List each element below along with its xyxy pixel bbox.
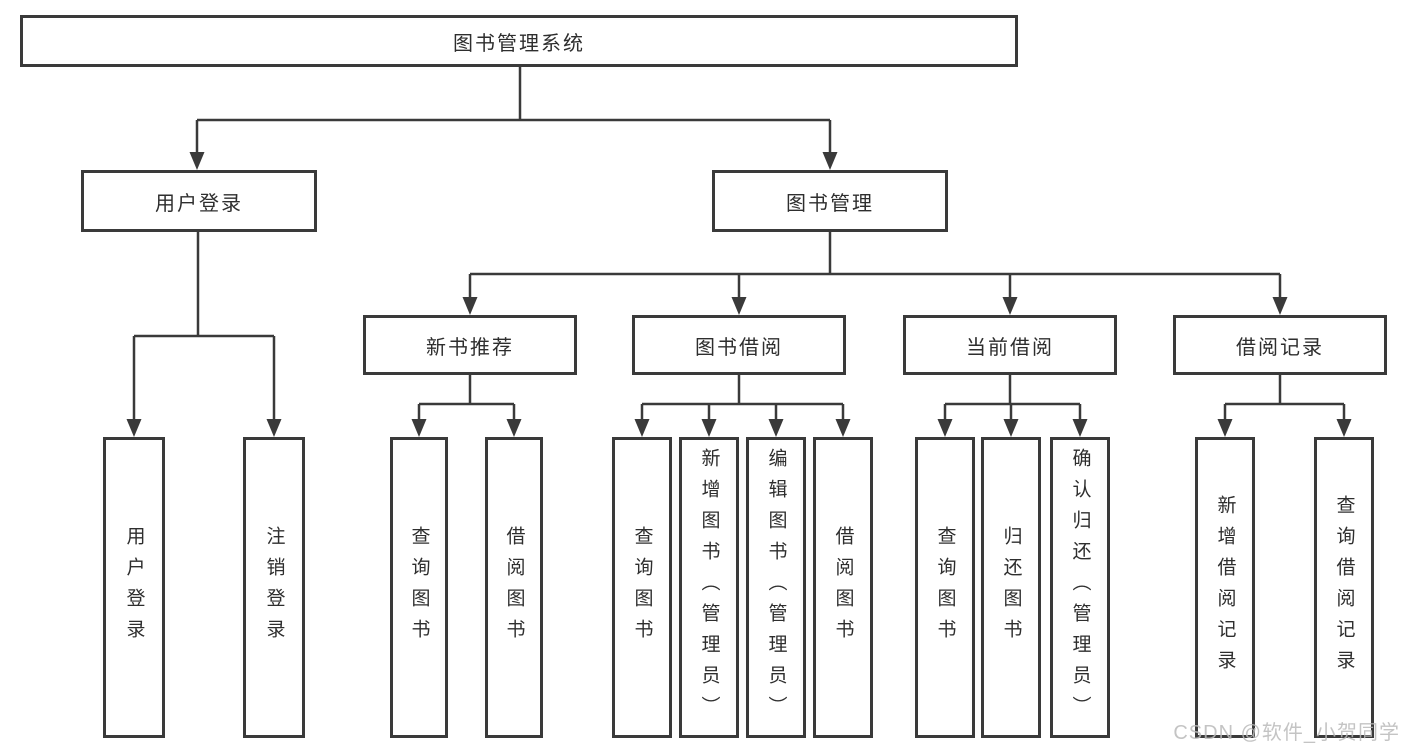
leaf-return-books-label: 归还图书: [1000, 525, 1022, 650]
node-root-label: 图书管理系统: [453, 32, 585, 55]
leaf-borrow-books-1: 借阅图书: [485, 437, 543, 738]
node-book-borrow-label: 图书借阅: [695, 336, 783, 359]
node-borrow-records: 借阅记录: [1173, 315, 1387, 375]
leaf-add-books-admin-label: 新增图书（管理员）: [698, 448, 720, 727]
leaf-query-books-2: 查询图书: [612, 437, 672, 738]
leaf-add-borrow-record-label: 新增借阅记录: [1214, 494, 1236, 681]
leaf-confirm-return-admin-label: 确认归还（管理员）: [1069, 448, 1091, 727]
leaf-edit-books-admin-label: 编辑图书（管理员）: [765, 448, 787, 727]
watermark: CSDN @软件_小贺同学: [1173, 722, 1400, 744]
leaf-query-books-3: 查询图书: [915, 437, 975, 738]
leaf-borrow-books-2-label: 借阅图书: [832, 525, 854, 650]
leaf-query-borrow-record-label: 查询借阅记录: [1333, 494, 1355, 681]
leaf-return-books: 归还图书: [981, 437, 1041, 738]
leaf-add-borrow-record: 新增借阅记录: [1195, 437, 1255, 738]
leaf-borrow-books-2: 借阅图书: [813, 437, 873, 738]
leaf-user-login-label: 用户登录: [123, 525, 145, 650]
connector-paths: [132, 67, 1346, 433]
leaf-query-books-3-label: 查询图书: [934, 525, 956, 650]
leaf-query-books-1: 查询图书: [390, 437, 448, 738]
leaf-add-books-admin: 新增图书（管理员）: [679, 437, 739, 738]
leaf-query-borrow-record: 查询借阅记录: [1314, 437, 1374, 738]
node-current-borrow-label: 当前借阅: [966, 336, 1054, 359]
leaf-borrow-books-1-label: 借阅图书: [503, 525, 525, 650]
node-user-login-label: 用户登录: [155, 192, 243, 215]
leaf-query-books-2-label: 查询图书: [631, 525, 653, 650]
arrowheads: [126, 152, 1352, 437]
node-book-management: 图书管理: [712, 170, 948, 232]
node-user-login: 用户登录: [81, 170, 317, 232]
node-root: 图书管理系统: [20, 15, 1018, 67]
node-new-book-recommend-label: 新书推荐: [426, 336, 514, 359]
leaf-logout-label: 注销登录: [263, 525, 285, 650]
leaf-user-login: 用户登录: [103, 437, 165, 738]
node-book-management-label: 图书管理: [786, 192, 874, 215]
leaf-logout: 注销登录: [243, 437, 305, 738]
node-current-borrow: 当前借阅: [903, 315, 1117, 375]
leaf-confirm-return-admin: 确认归还（管理员）: [1050, 437, 1110, 738]
node-borrow-records-label: 借阅记录: [1236, 336, 1324, 359]
node-book-borrow: 图书借阅: [632, 315, 846, 375]
leaf-edit-books-admin: 编辑图书（管理员）: [746, 437, 806, 738]
leaf-query-books-1-label: 查询图书: [408, 525, 430, 650]
node-new-book-recommend: 新书推荐: [363, 315, 577, 375]
